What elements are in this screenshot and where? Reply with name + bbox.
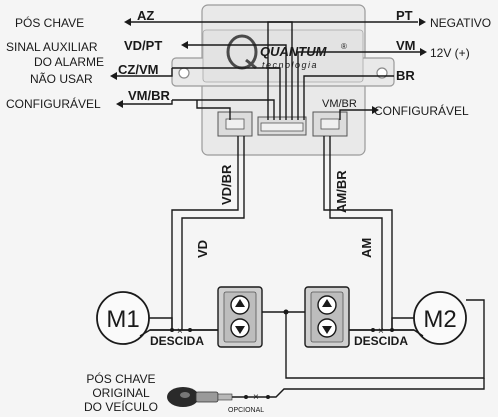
- down-arrow-icon: [235, 326, 245, 334]
- label-configuravel-left: CONFIGURÁVEL: [6, 96, 101, 111]
- label-sinal-auxiliar: SINAL AUXILIAR: [6, 40, 98, 54]
- label-configuravel-right: CONFIGURÁVEL: [374, 103, 469, 118]
- code-br: BR: [396, 68, 415, 83]
- key-label-3: DO VEÍCULO: [84, 399, 158, 414]
- right-arrows: [372, 18, 427, 114]
- code-vmbr-right: VM/BR: [322, 98, 357, 110]
- arrow-vmbr-left: [116, 100, 123, 108]
- code-az: AZ: [137, 8, 154, 23]
- arrow-vdpt: [181, 41, 188, 49]
- code-vdpt: VD/PT: [124, 38, 162, 53]
- key-label-1: PÓS CHAVE: [86, 371, 155, 386]
- key-optional: OPCIONAL: [228, 407, 264, 414]
- code-czvm: CZ/VM: [118, 62, 158, 77]
- key-label-2: ORIGINAL: [92, 386, 150, 400]
- switch-left: [217, 286, 263, 348]
- code-pt: PT: [396, 8, 413, 23]
- motor-m2: M2: [413, 291, 467, 345]
- label-pos-chave: PÓS CHAVE: [15, 15, 84, 30]
- arrow-az: [124, 18, 131, 26]
- left-switch-wires: [171, 136, 245, 330]
- label-am: AM: [359, 238, 374, 258]
- mount-hole-left: [178, 67, 190, 79]
- logo-subtitle: tecnologia: [262, 60, 318, 70]
- arrow-czvm: [110, 72, 117, 80]
- arrow-vm: [420, 48, 427, 56]
- left-arrows: [110, 18, 188, 108]
- motor-m1: M1: [96, 291, 150, 345]
- motor-m1-label: M1: [106, 306, 139, 333]
- label-vd: VD: [195, 240, 210, 258]
- code-vmbr-left: VM/BR: [128, 88, 171, 103]
- vehicle-key: [167, 387, 233, 407]
- label-nao-usar: NÃO USAR: [30, 72, 93, 86]
- cut-mark-right: ×: [378, 326, 384, 337]
- motor-m2-label: M2: [423, 306, 456, 333]
- descida-left: DESCIDA: [150, 334, 204, 348]
- switch-right: [304, 286, 350, 348]
- up-arrow-icon: [322, 299, 332, 307]
- logo-brand: QUANTUM: [260, 44, 328, 59]
- arrow-vmbr-right: [372, 106, 379, 114]
- label-ambr: AM/BR: [334, 170, 349, 213]
- descida-right: DESCIDA: [354, 334, 408, 348]
- up-arrow-icon: [235, 299, 245, 307]
- label-vdbr: VD/BR: [219, 164, 234, 205]
- arrow-pt: [419, 18, 426, 26]
- cut-mark-key: ×: [253, 392, 259, 403]
- code-vm: VM: [396, 38, 416, 53]
- down-arrow-icon: [322, 326, 332, 334]
- label-12v: 12V (+): [430, 46, 470, 60]
- right-wire-group: [267, 21, 420, 120]
- logo-registered: ®: [341, 42, 347, 51]
- right-switch-wires: [323, 136, 393, 330]
- label-do-alarme: DO ALARME: [34, 55, 104, 69]
- control-module: QUANTUM ® tecnologia: [171, 4, 395, 156]
- cut-mark-left: ×: [177, 326, 183, 337]
- label-negativo: NEGATIVO: [430, 16, 491, 30]
